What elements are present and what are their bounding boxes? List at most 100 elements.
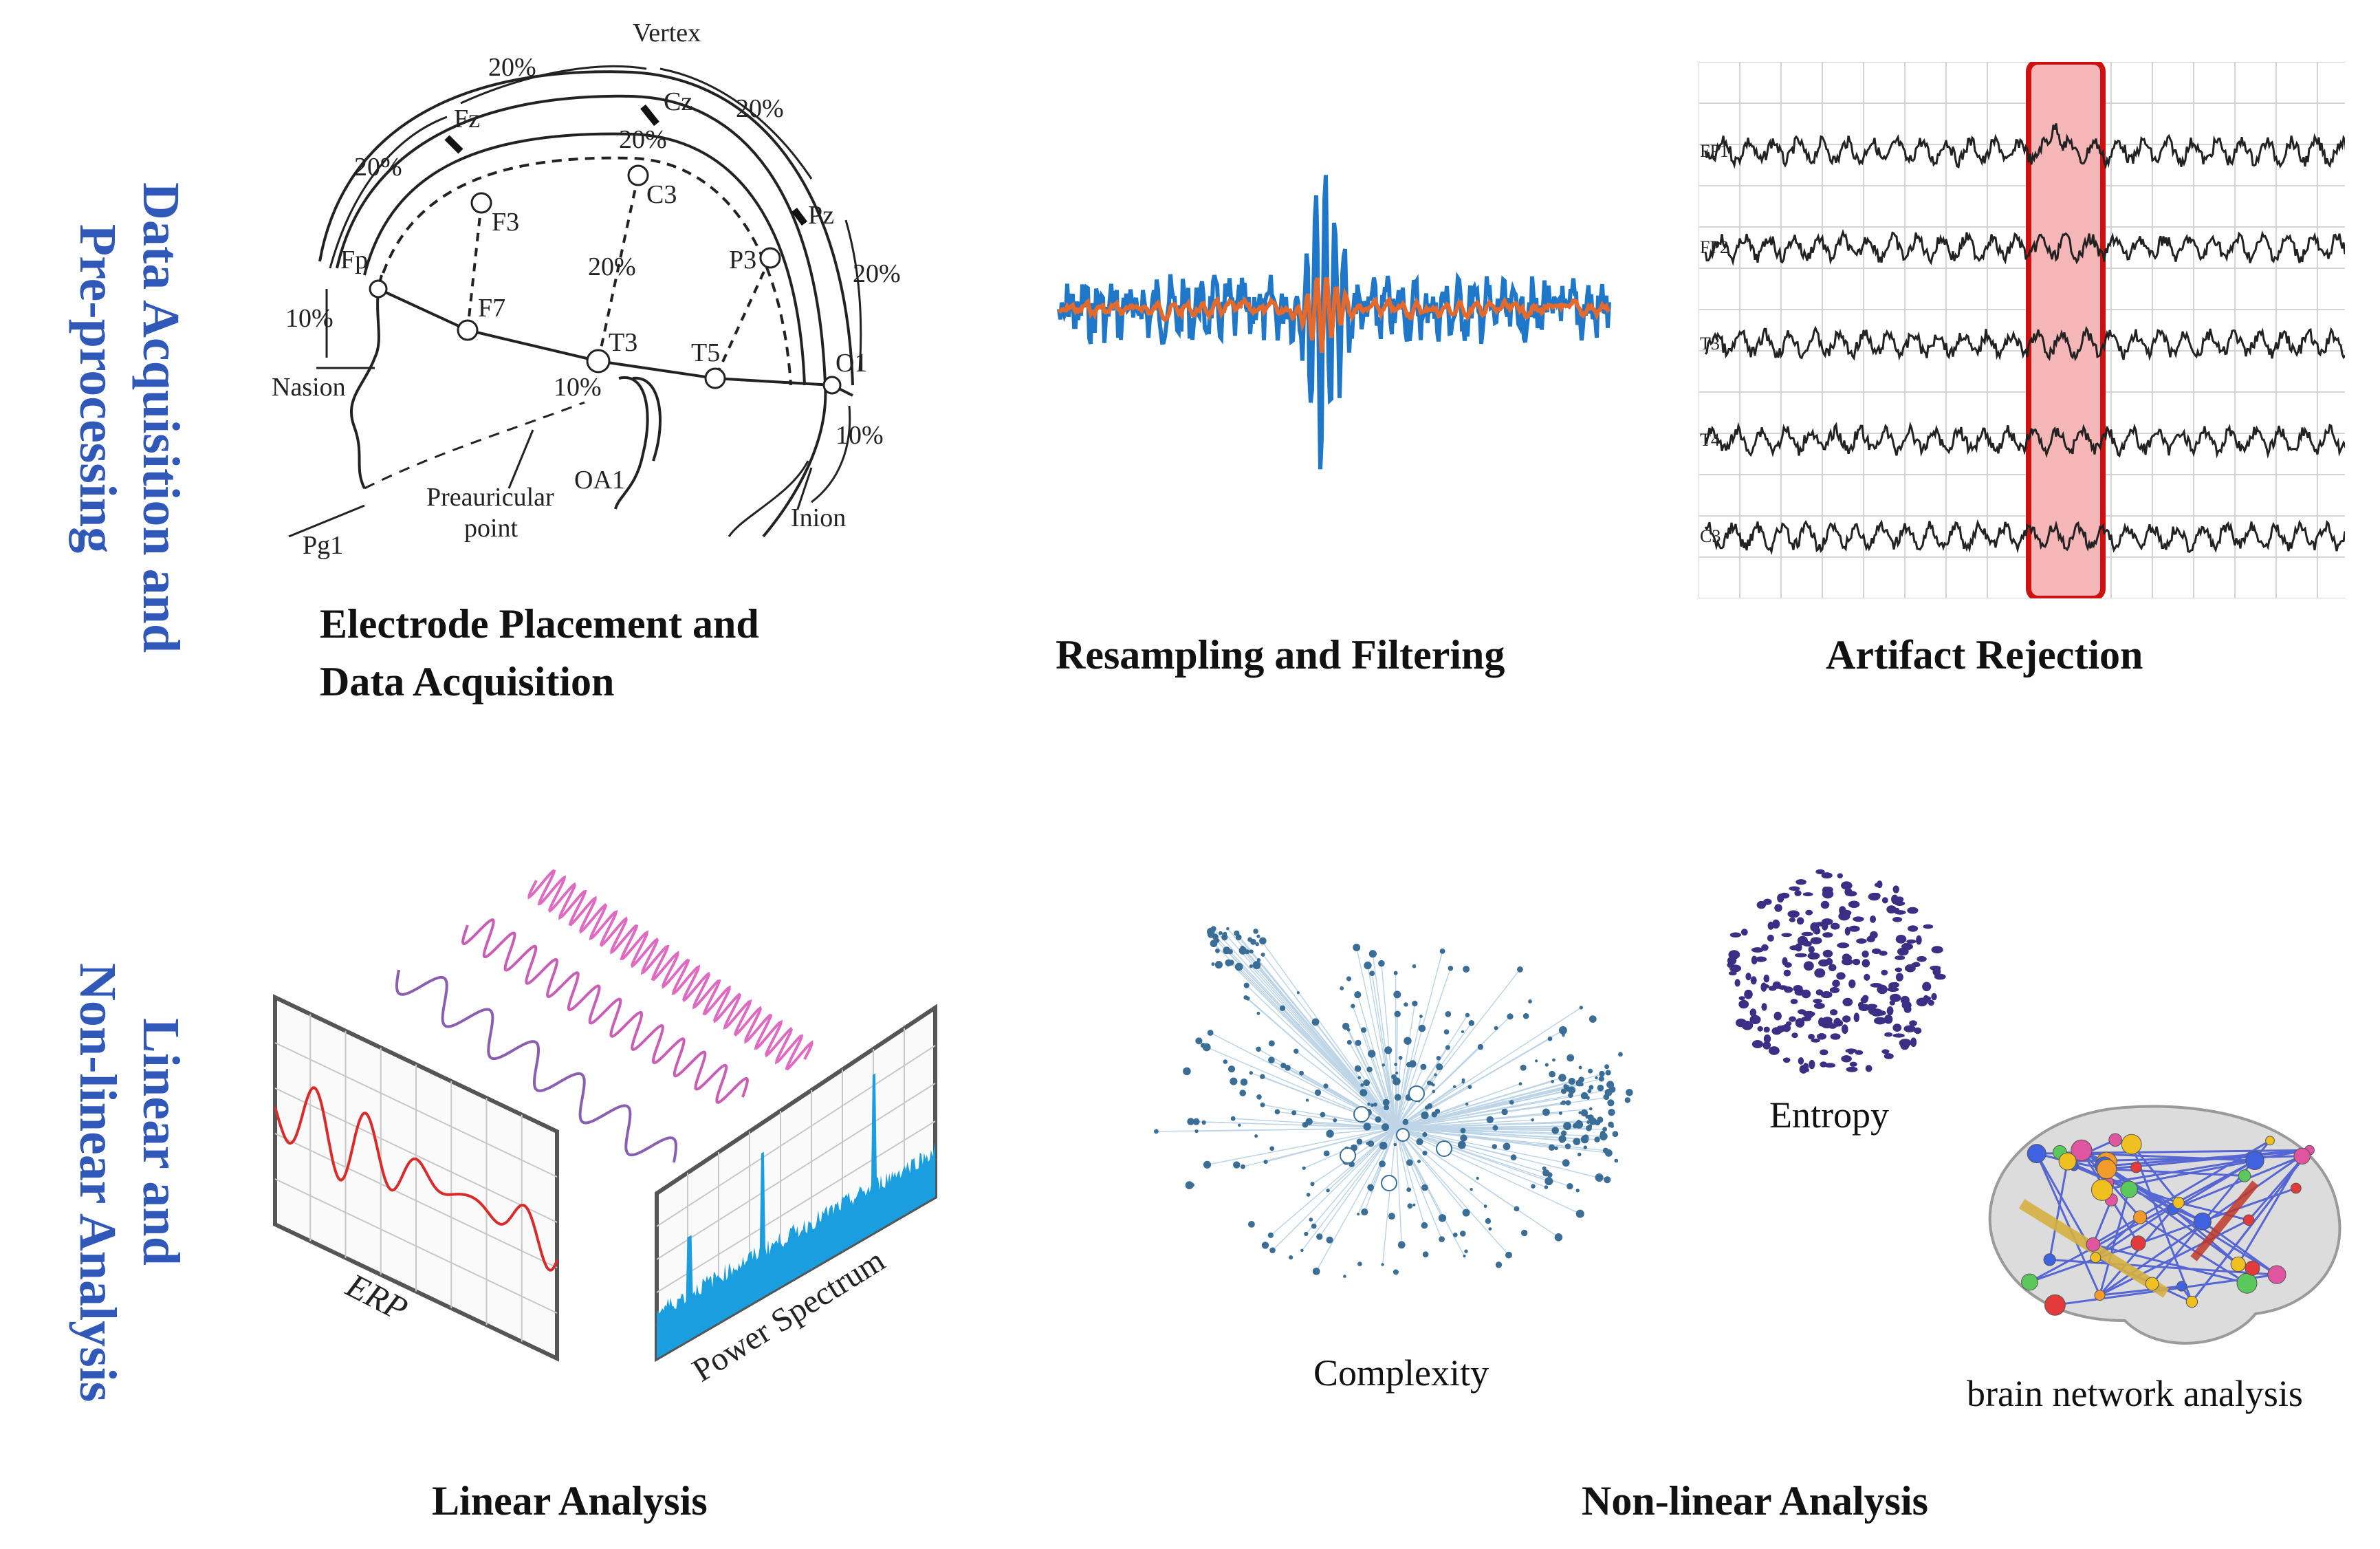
network-node <box>1373 1103 1377 1107</box>
svg-text:point: point <box>464 514 518 543</box>
brain-node <box>2242 1214 2255 1226</box>
entropy-dot <box>1789 918 1795 922</box>
network-node <box>1594 1136 1600 1142</box>
entropy-dot <box>1784 962 1792 968</box>
entropy-dot <box>1763 974 1770 983</box>
network-node <box>1356 1138 1363 1145</box>
sine-wave-mid <box>461 918 750 1104</box>
network-node <box>1460 1127 1466 1134</box>
network-node <box>1207 931 1214 938</box>
network-node <box>1465 1102 1469 1106</box>
network-node <box>1249 964 1253 968</box>
entropy-dot <box>1729 932 1742 938</box>
brain-node <box>2245 1260 2260 1276</box>
entropy-dot <box>1808 1034 1815 1040</box>
entropy-dot <box>1884 1015 1893 1024</box>
network-node <box>1256 1011 1260 1015</box>
network-node <box>1514 1206 1520 1212</box>
entropy-dot <box>1891 894 1899 905</box>
brain-node <box>2185 1295 2198 1308</box>
entropy-dot <box>1892 885 1899 893</box>
network-node <box>1563 1122 1572 1130</box>
network-node <box>1604 1064 1610 1070</box>
network-node <box>1438 1214 1447 1222</box>
entropy-dot <box>1774 904 1782 912</box>
network-node <box>1602 1127 1607 1132</box>
network-node <box>1580 1109 1589 1117</box>
network-node <box>1234 962 1243 971</box>
entropy-dot <box>1889 1000 1895 1006</box>
entropy-dot <box>1842 1024 1848 1035</box>
electrode-p3 <box>759 247 781 269</box>
network-node <box>1245 949 1250 955</box>
svg-text:20%: 20% <box>736 94 784 123</box>
network-node <box>1253 929 1258 934</box>
network-node <box>1422 1131 1428 1138</box>
eeg-trace-t4 <box>1704 421 2345 459</box>
brain-node <box>2027 1144 2046 1164</box>
entropy-dot <box>1789 886 1800 891</box>
network-node <box>1575 1189 1580 1193</box>
network-node <box>1406 1187 1412 1192</box>
entropy-dot <box>1900 995 1910 1004</box>
entropy-dot <box>1809 1059 1815 1070</box>
network-node <box>1311 1223 1317 1229</box>
network-node <box>1547 1036 1553 1041</box>
entropy-dot <box>1757 1026 1763 1032</box>
entropy-dot <box>1822 889 1834 899</box>
network-node <box>1285 1065 1291 1071</box>
entropy-dot <box>1870 931 1878 939</box>
entropy-dot <box>1870 916 1877 923</box>
network-node <box>1412 964 1417 968</box>
network-node <box>1477 1043 1484 1050</box>
network-node <box>1578 1111 1582 1114</box>
ear-inner <box>632 376 662 462</box>
entropy-dot <box>1790 999 1798 1004</box>
network-node <box>1299 1070 1304 1076</box>
network-node <box>1346 1039 1352 1045</box>
network-node <box>1599 1070 1605 1077</box>
network-node <box>1412 1000 1418 1007</box>
network-node <box>1363 1123 1371 1131</box>
network-node <box>1393 1077 1401 1085</box>
entropy-dot <box>1911 962 1921 968</box>
network-node <box>1432 1083 1435 1087</box>
entropy-dot <box>1897 947 1909 956</box>
network-node <box>1255 942 1259 946</box>
entropy-dot <box>1890 993 1901 1002</box>
network-node <box>1256 958 1261 962</box>
brain-node <box>2145 1277 2159 1291</box>
network-node <box>1554 1146 1558 1151</box>
network-node <box>1254 1134 1258 1138</box>
network-node <box>1367 1140 1375 1147</box>
entropy-dot <box>1794 953 1807 957</box>
entropy-dot <box>1906 939 1917 944</box>
entropy-dot <box>1895 973 1903 982</box>
network-node <box>1274 1109 1280 1115</box>
network-node <box>1604 1095 1610 1100</box>
entropy-dot <box>1738 996 1745 1001</box>
network-node <box>1568 1077 1575 1085</box>
entropy-dot <box>1917 955 1927 962</box>
entropy-dot <box>1782 1057 1791 1063</box>
svg-text:C3: C3 <box>646 180 677 209</box>
entropy-dot <box>1866 1004 1878 1009</box>
entropy-dot <box>1763 1034 1771 1043</box>
network-node <box>1289 1255 1293 1260</box>
brain-node <box>2043 1253 2056 1266</box>
network-node <box>1234 930 1240 936</box>
brain-node <box>2044 1294 2066 1316</box>
network-node <box>1424 1105 1430 1110</box>
network-node <box>1528 999 1532 1004</box>
entropy-dot <box>1830 1009 1838 1016</box>
network-node <box>1190 1183 1194 1187</box>
network-node <box>1595 1173 1604 1182</box>
network-node <box>1259 937 1267 945</box>
network-node <box>1548 1144 1555 1151</box>
entropy-dot <box>1813 1002 1825 1009</box>
network-node <box>1346 976 1352 982</box>
network-node <box>1393 990 1401 999</box>
network-node <box>1397 1241 1406 1249</box>
brain-node <box>2097 1159 2117 1180</box>
entropy-dot <box>1903 1025 1916 1032</box>
